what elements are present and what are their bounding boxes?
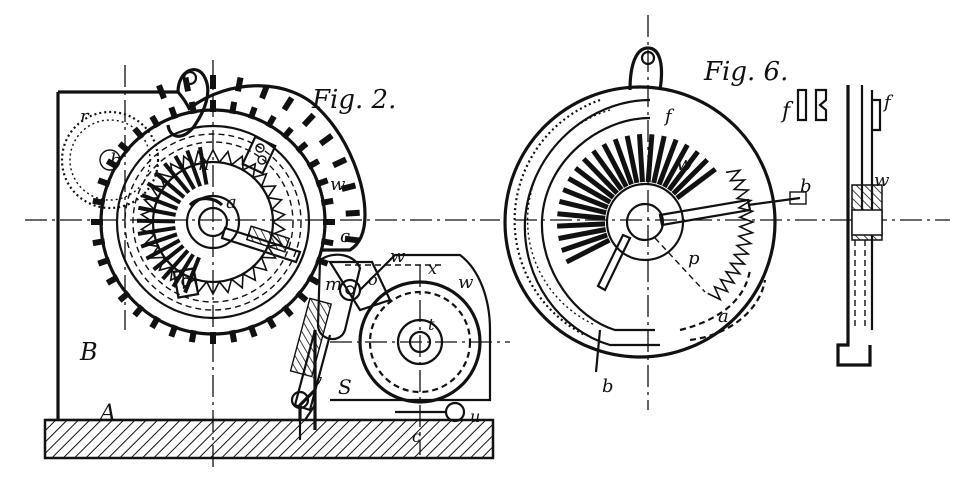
label-A: A	[98, 401, 116, 426]
label-c: c	[340, 226, 350, 247]
label-v: v	[312, 370, 322, 391]
fig6-side-view	[836, 85, 883, 367]
label6-f2: f	[780, 99, 794, 124]
base-plate	[43, 418, 495, 460]
label6-b2: b	[800, 176, 812, 197]
label-w1: w	[390, 246, 406, 267]
figure-2: Fig. 2. r b n a w c m w x w o t B v S A …	[25, 60, 510, 470]
label6-a: a	[718, 306, 729, 327]
label-r: r	[80, 106, 90, 127]
label-b: b	[110, 150, 122, 171]
figure-6: Fig. 6. f w b p a b f f w	[503, 15, 950, 410]
fig6-disk	[503, 85, 777, 359]
fig6-part-f	[796, 88, 828, 122]
label-m: m	[325, 274, 342, 295]
label6-b1: b	[602, 376, 614, 397]
main-wheel-teeth	[91, 100, 335, 344]
label-w2: w	[458, 272, 474, 293]
wheel-r	[60, 110, 160, 210]
label-n: n	[198, 154, 210, 175]
fig6-comb-segments	[556, 134, 717, 265]
label6-f3: f	[882, 92, 894, 113]
label-B: B	[79, 338, 98, 366]
fig6-title: Fig. 6.	[703, 57, 788, 87]
label-o: o	[368, 270, 378, 289]
label-w: w	[330, 174, 346, 195]
pawl-upper	[241, 135, 277, 175]
label6-w: w	[676, 151, 693, 175]
housing-outline	[189, 84, 367, 252]
label-S: S	[338, 375, 352, 399]
label-a: a	[226, 192, 237, 213]
label6-f: f	[663, 106, 675, 127]
pawl-lower	[172, 267, 200, 299]
label6-p: p	[688, 248, 700, 269]
label-t: t	[428, 315, 435, 334]
label-c2: c	[412, 427, 421, 446]
label-x: x	[428, 259, 437, 278]
frame-outline	[56, 90, 317, 430]
rim-slots	[156, 75, 360, 244]
fig6-teeth	[707, 169, 756, 302]
label-u: u	[470, 407, 480, 426]
fig2-title: Fig. 2.	[311, 85, 396, 115]
label6-w2: w	[874, 170, 890, 191]
